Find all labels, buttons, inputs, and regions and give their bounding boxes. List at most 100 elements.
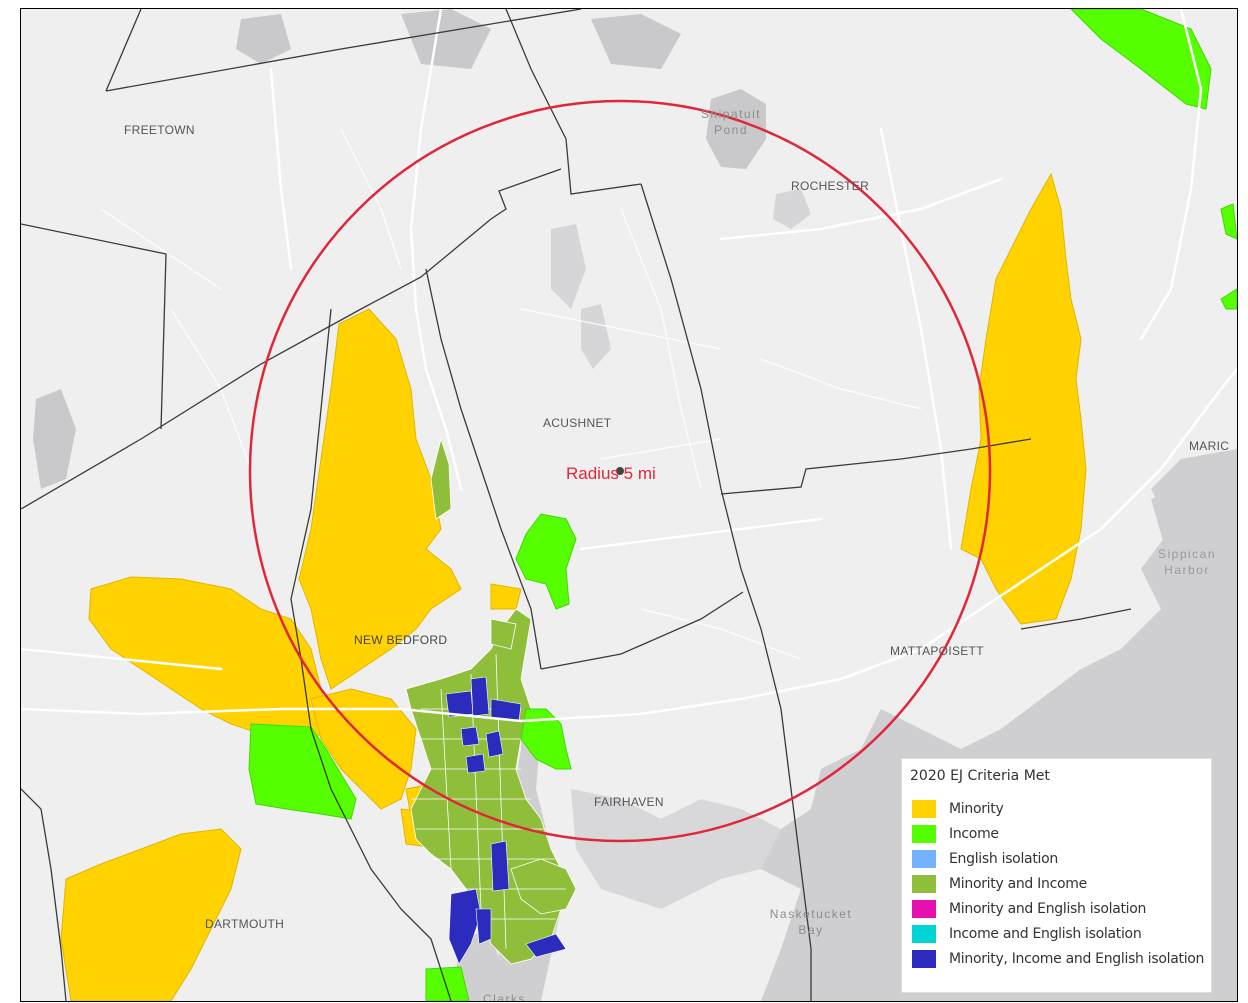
pond-acushnet-2 <box>581 304 611 369</box>
boundary-rochester-mattapoisett <box>720 438 1032 495</box>
boundary-freetown-acushnet <box>21 168 562 510</box>
highway-i195 <box>21 367 1237 723</box>
highway-route140 <box>409 9 463 491</box>
income-northeast-1 <box>1070 9 1212 110</box>
boundary-freetown-west <box>21 223 167 430</box>
legend-item: Minority and Income <box>910 871 1211 896</box>
ej-minority-areas <box>60 172 1087 1001</box>
minority-income-south <box>510 858 577 915</box>
water-label-line: Sippican <box>1157 547 1217 561</box>
income-west-new-bedford <box>248 723 357 820</box>
all-three-block-7 <box>490 840 510 892</box>
radius-circle <box>248 99 992 843</box>
income-acushnet <box>515 513 577 610</box>
legend-item-label: Minority and English isolation <box>949 900 1147 917</box>
legend-item: Minority and English isolation <box>910 896 1211 921</box>
boundary-acushnet-fairhaven <box>540 591 744 670</box>
town-label-mattapoisett: MATTAPOISETT <box>890 644 984 658</box>
income-south <box>425 966 470 1001</box>
boundary-north-line <box>105 9 582 92</box>
all-three-block-9 <box>475 908 492 945</box>
map-frame[interactable]: FREETOWN ROCHESTER ACUSHNET NEW BEDFORD … <box>20 8 1238 1002</box>
water-label-line: Nasketucket <box>769 907 853 921</box>
legend-swatch <box>912 874 936 893</box>
minority-north-new-bedford <box>298 308 462 690</box>
legend-item: Income <box>910 821 1211 846</box>
legend-item: Minority <box>910 796 1211 821</box>
minority-income-block-a <box>490 618 517 650</box>
all-three-block-6 <box>485 730 504 758</box>
legend-item-label: Income and English isolation <box>949 925 1142 942</box>
town-label-new-bedford: NEW BEDFORD <box>354 633 448 647</box>
ej-minority-income-areas <box>405 437 577 965</box>
pond-west-1 <box>33 389 76 489</box>
road-coast-east <box>1139 9 1203 341</box>
minority-rochester-east <box>960 172 1087 625</box>
road-north-south-2 <box>879 127 953 551</box>
boundary-freetown-rochester <box>505 9 642 195</box>
boundary-acushnet-new-bedford <box>425 268 542 670</box>
all-three-block-10 <box>525 933 567 958</box>
legend-swatch <box>912 924 936 943</box>
water-label-line: Harbor <box>1164 563 1210 577</box>
legend-item-label: Income <box>949 825 999 842</box>
boundary-freetown-north <box>105 9 142 92</box>
all-three-block-4 <box>460 726 480 747</box>
legend-item-label: Minority <box>949 800 1004 817</box>
legend-item-list: Minority Income English isolation Minori… <box>910 796 1211 971</box>
legend-item: Minority, Income and English isolation <box>910 946 1211 971</box>
sippican-harbor-water <box>1151 479 1237 629</box>
town-boundaries <box>21 9 1132 1001</box>
legend-swatch <box>912 899 936 918</box>
legend-title: 2020 EJ Criteria Met <box>910 768 1050 784</box>
income-east-2 <box>1220 288 1237 310</box>
boundary-acushnet-rochester <box>640 183 742 570</box>
all-three-block-8 <box>448 888 482 965</box>
radius-label: Radius 5 mi <box>566 464 656 483</box>
town-label-dartmouth: DARTMOUTH <box>205 917 285 931</box>
minority-income-north-strip <box>430 437 452 520</box>
boundary-mattapoisett-marion <box>1020 608 1132 630</box>
minority-block-1 <box>490 583 522 610</box>
water-label-line: Snipatuit <box>700 107 762 121</box>
road-acushnet-east <box>579 517 823 551</box>
legend-swatch <box>912 849 936 868</box>
pond-rochester-1 <box>773 189 811 229</box>
legend-item-label: Minority, Income and English isolation <box>949 950 1205 967</box>
minority-dartmouth <box>60 828 242 1001</box>
minority-central-south <box>310 688 417 810</box>
legend-item-label: English isolation <box>949 850 1058 867</box>
town-label-fairhaven: FAIRHAVEN <box>594 795 664 809</box>
town-label-freetown: FREETOWN <box>124 123 195 137</box>
water-label-line: Pond <box>713 123 749 137</box>
fairhaven-harbor-water <box>571 789 781 909</box>
income-east-1 <box>1220 203 1237 240</box>
boundary-new-bedford-dartmouth <box>290 308 452 1001</box>
all-three-block-2 <box>470 676 490 717</box>
ej-all-three-areas <box>445 676 567 965</box>
legend-panel: 2020 EJ Criteria Met Minority Income Eng… <box>901 758 1212 993</box>
road-dartmouth <box>21 647 223 671</box>
boundary-dartmouth-west <box>21 788 67 1001</box>
all-three-block-5 <box>465 753 486 774</box>
pond-north-3 <box>236 14 291 64</box>
road-freetown <box>269 67 293 271</box>
map-canvas[interactable] <box>21 9 1237 1001</box>
town-label-marion: MARIC <box>1189 439 1230 453</box>
town-label-rochester: ROCHESTER <box>791 179 870 193</box>
pond-north-1 <box>401 9 491 69</box>
snipatuit-pond <box>706 89 766 169</box>
pond-acushnet-1 <box>551 224 586 309</box>
legend-item: Income and English isolation <box>910 921 1211 946</box>
legend-swatch <box>912 799 936 818</box>
legend-item: English isolation <box>910 846 1211 871</box>
legend-swatch <box>912 949 936 968</box>
pond-north-2 <box>591 14 681 69</box>
legend-swatch <box>912 824 936 843</box>
water-label-sippican-harbor: Sippican Harbor <box>1147 546 1227 578</box>
boundary-fairhaven-mattapoisett <box>740 568 812 1001</box>
road-rochester <box>719 177 1003 241</box>
roads <box>21 9 1237 723</box>
water-label-snipatuit-pond: Snipatuit Pond <box>691 106 771 138</box>
ej-income-areas <box>248 9 1237 1001</box>
